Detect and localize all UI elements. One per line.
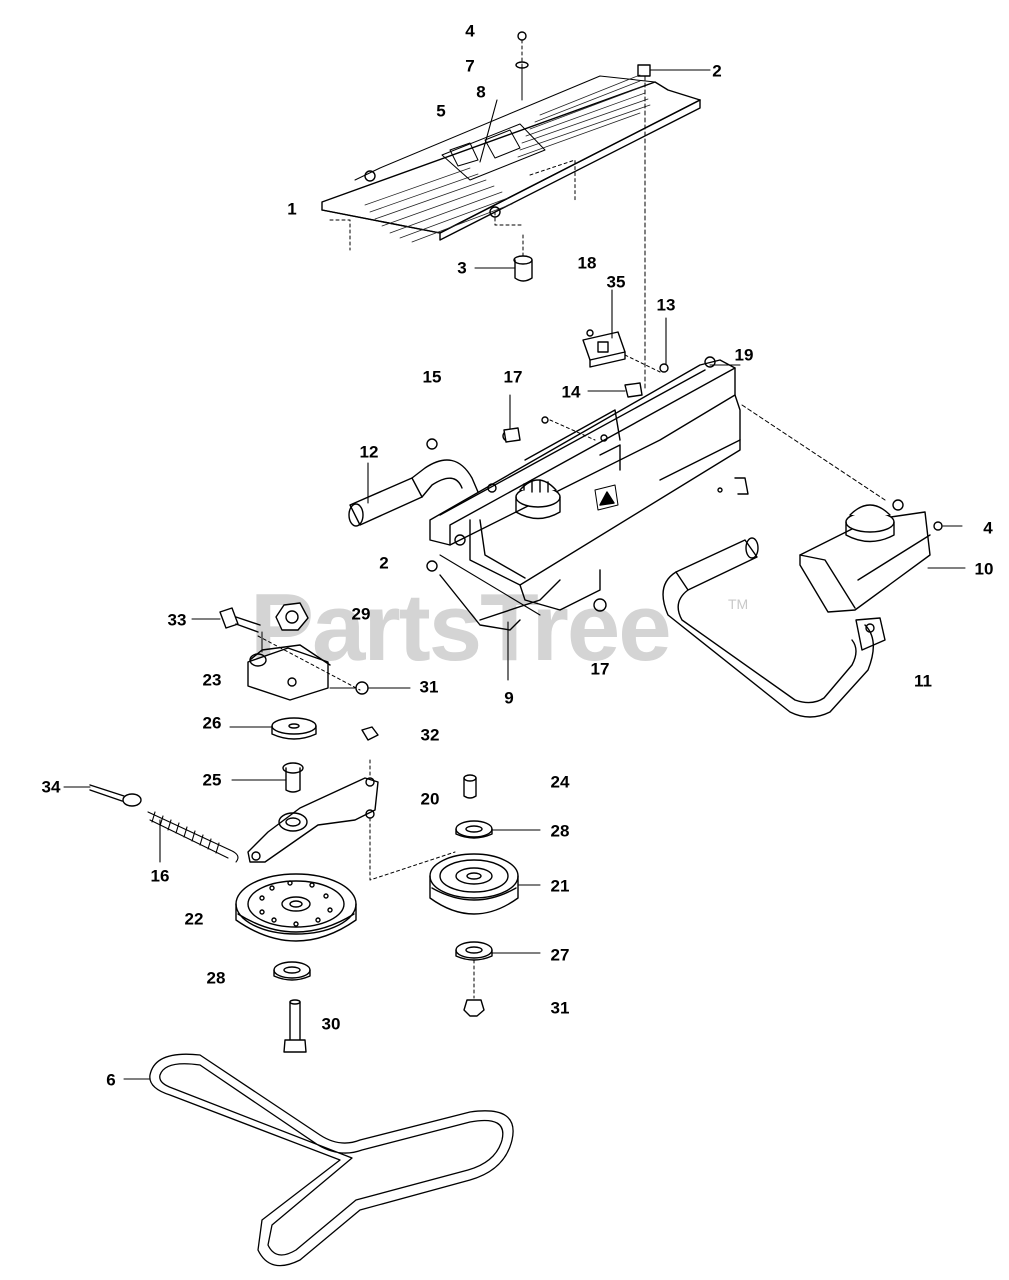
left-lever	[349, 460, 478, 526]
idler-pulley	[430, 854, 540, 914]
callout-10: 10	[974, 559, 994, 579]
callout-4b: 4	[983, 518, 993, 538]
callout-30: 30	[321, 1014, 341, 1034]
small-screw	[660, 364, 668, 372]
callout-24: 24	[550, 772, 570, 792]
callout-23: 23	[202, 670, 222, 690]
callout-2: 2	[712, 61, 722, 81]
shoulder-bolt	[284, 1000, 306, 1052]
callout-35: 35	[606, 272, 626, 292]
clip	[625, 383, 642, 397]
callout-11: 11	[914, 671, 932, 691]
bushing	[232, 763, 303, 792]
callout-1: 1	[287, 199, 297, 219]
bearing-upper	[456, 821, 540, 838]
top-bolt	[638, 65, 710, 390]
callout-17b: 17	[590, 659, 610, 679]
callout-7: 7	[465, 56, 475, 76]
callout-33: 33	[167, 610, 187, 630]
right-lever	[663, 538, 885, 717]
idler-arm	[248, 760, 455, 880]
callout-12: 12	[359, 442, 379, 462]
bumper	[475, 212, 532, 281]
callout-29: 29	[351, 604, 371, 624]
callout-6: 6	[106, 1070, 116, 1090]
flat-washer	[230, 718, 316, 739]
pivot-bolt	[192, 608, 260, 632]
callout-27: 27	[550, 945, 570, 965]
callout-14: 14	[561, 382, 581, 402]
drive-pulley	[236, 874, 356, 941]
drive-belt	[124, 1054, 513, 1265]
callout-21: 21	[550, 876, 570, 896]
right-reservoir	[742, 405, 965, 612]
callout-26: 26	[202, 713, 222, 733]
callout-28: 28	[550, 821, 570, 841]
callout-3: 3	[457, 258, 467, 278]
bearing-lower	[456, 942, 540, 960]
callout-34: 34	[41, 777, 61, 797]
eye-bolt	[64, 785, 141, 806]
callout-4: 4	[465, 21, 475, 41]
trademark-mark: TM	[728, 596, 749, 612]
switch	[583, 290, 660, 372]
callout-2b: 2	[379, 553, 389, 573]
spacer	[362, 727, 378, 740]
callout-17: 17	[503, 367, 523, 387]
callout-5: 5	[436, 101, 446, 121]
callout-15: 15	[422, 367, 442, 387]
callout-32: 32	[420, 725, 440, 745]
callout-16: 16	[150, 866, 170, 886]
callout-31: 31	[419, 677, 439, 697]
bearing-left	[274, 962, 310, 980]
tension-spring	[148, 812, 238, 862]
callout-19: 19	[734, 345, 754, 365]
callout-20: 20	[420, 789, 440, 809]
callout-8: 8	[476, 82, 486, 102]
callout-22: 22	[184, 909, 204, 929]
lower-nut	[464, 960, 484, 1016]
callout-28b: 28	[206, 968, 226, 988]
reservoir-cap	[516, 480, 560, 519]
spacer-bushing	[464, 775, 476, 798]
cover-plate	[322, 75, 700, 250]
small-nut	[356, 682, 368, 694]
control-bracket-assembly	[427, 357, 748, 630]
nut	[276, 603, 308, 630]
callout-25: 25	[202, 770, 222, 790]
callout-9: 9	[504, 688, 514, 708]
callout-31b: 31	[550, 998, 570, 1018]
mount-plate	[248, 632, 360, 700]
callout-18: 18	[577, 253, 597, 273]
callout-13: 13	[656, 295, 676, 315]
